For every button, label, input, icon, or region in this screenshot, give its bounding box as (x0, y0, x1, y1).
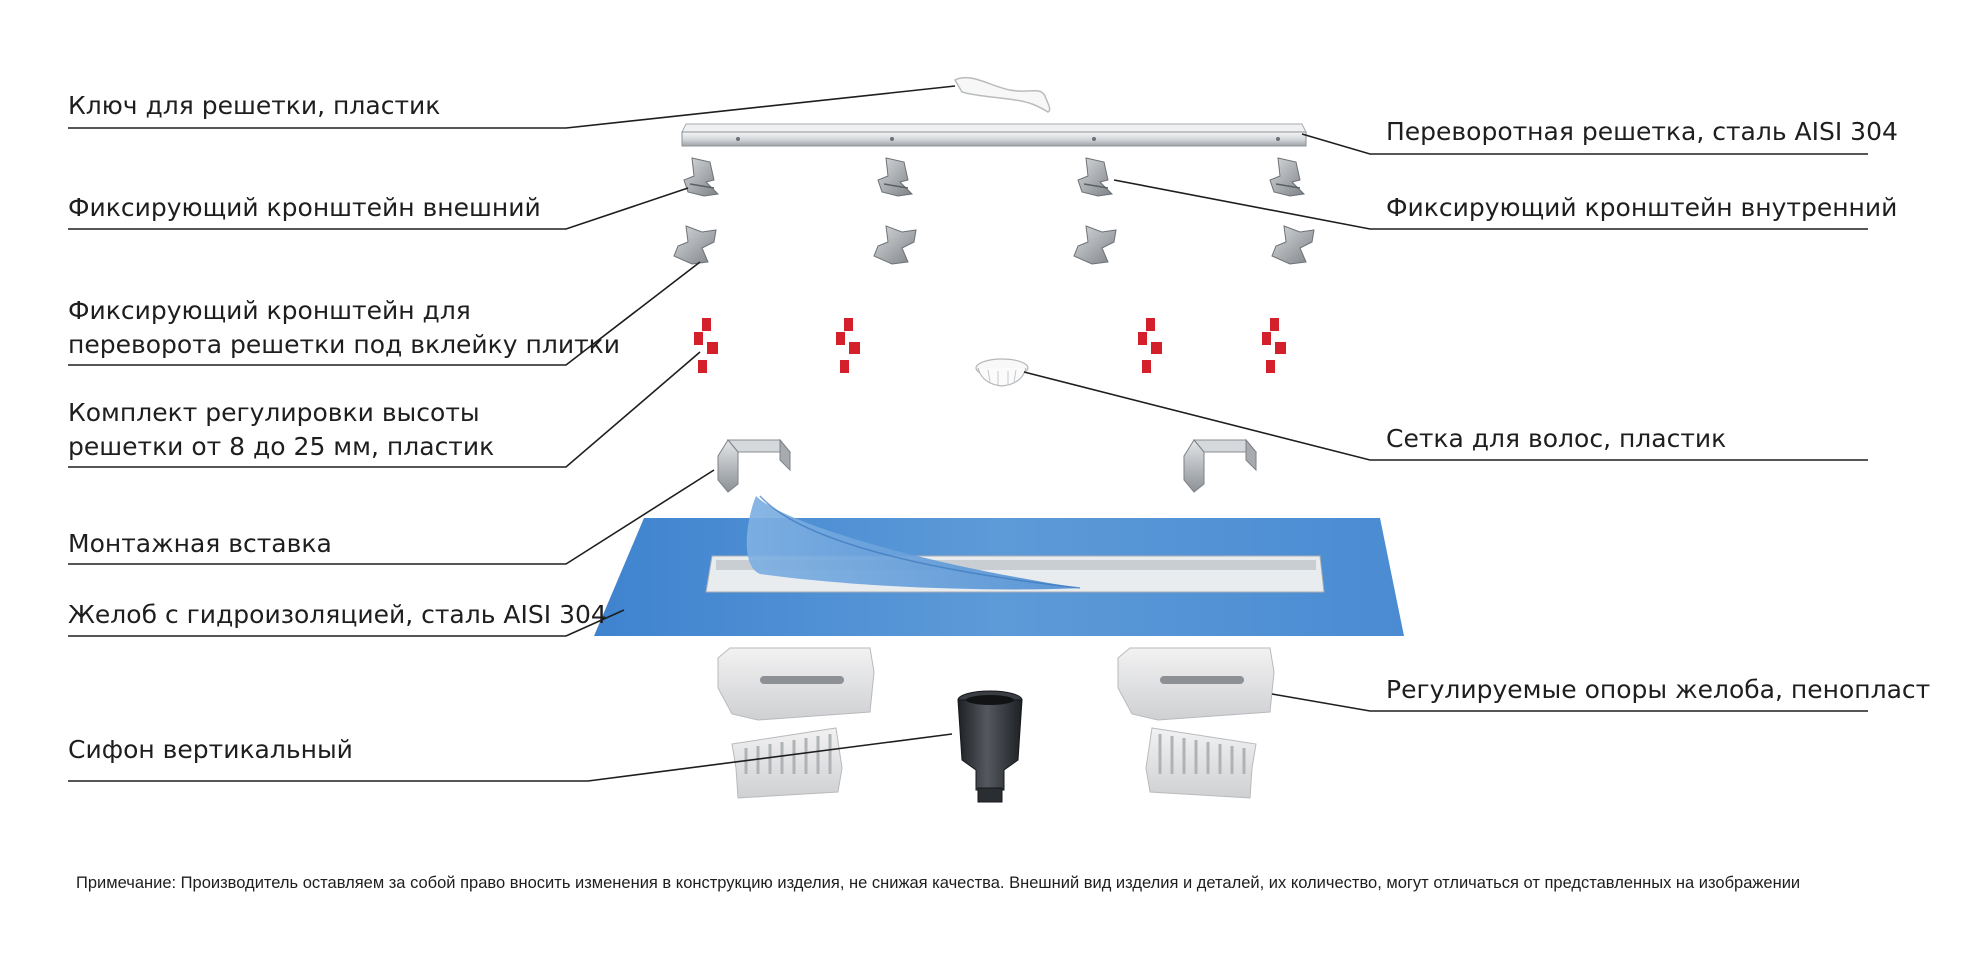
label-bracket-outer: Фиксирующий кронштейн внешний (68, 193, 541, 222)
grate-key-part (953, 76, 1051, 113)
label-hair-strainer: Сетка для волос, пластик (1386, 424, 1727, 453)
brackets-row-1 (683, 157, 1306, 197)
label-grate: Переворотная решетка, сталь AISI 304 (1386, 117, 1898, 146)
drain-channel-part (594, 495, 1404, 636)
leader-lines (68, 85, 1868, 782)
label-height-kit-line2: решетки от 8 до 25 мм, пластик (68, 432, 495, 461)
brackets-row-2 (673, 225, 1315, 265)
label-bracket-flip-line1: Фиксирующий кронштейн для (68, 296, 471, 325)
disclaimer-note: Примечание: Производитель оставляем за с… (76, 874, 1801, 892)
leader-supports (1271, 693, 1868, 712)
label-bracket-inner: Фиксирующий кронштейн внутренний (1386, 193, 1898, 222)
leader-bracket-outer (68, 187, 689, 230)
leader-hair-strainer (1023, 371, 1868, 461)
label-supports: Регулируемые опоры желоба, пенопласт (1386, 675, 1931, 704)
leader-siphon (68, 733, 953, 782)
foam-supports (717, 647, 1275, 799)
label-channel: Желоб с гидроизоляцией, сталь AISI 304 (68, 600, 607, 629)
mounting-inserts (717, 438, 1258, 493)
leader-channel (68, 609, 625, 637)
label-height-kit: Комплект регулировки высоты решетки от 8… (68, 396, 494, 464)
leader-mount-insert (68, 469, 715, 565)
leader-bracket-inner (1113, 179, 1868, 230)
label-siphon: Сифон вертикальный (68, 735, 353, 764)
label-grate-key: Ключ для решетки, пластик (68, 91, 441, 120)
leader-height-kit (68, 351, 701, 468)
label-height-kit-line1: Комплект регулировки высоты (68, 398, 480, 427)
label-mount-insert: Монтажная вставка (68, 529, 332, 558)
leader-grate (1301, 133, 1868, 155)
hair-strainer-part (975, 358, 1029, 387)
label-bracket-flip: Фиксирующий кронштейн для переворота реш… (68, 294, 620, 362)
reversible-grate-part (681, 123, 1307, 147)
height-adjustment-kits (694, 318, 1286, 373)
leader-bracket-flip (68, 261, 701, 366)
label-bracket-flip-line2: переворота решетки под вклейку плитки (68, 330, 621, 359)
leader-key (68, 85, 956, 129)
siphon-part (957, 690, 1023, 803)
